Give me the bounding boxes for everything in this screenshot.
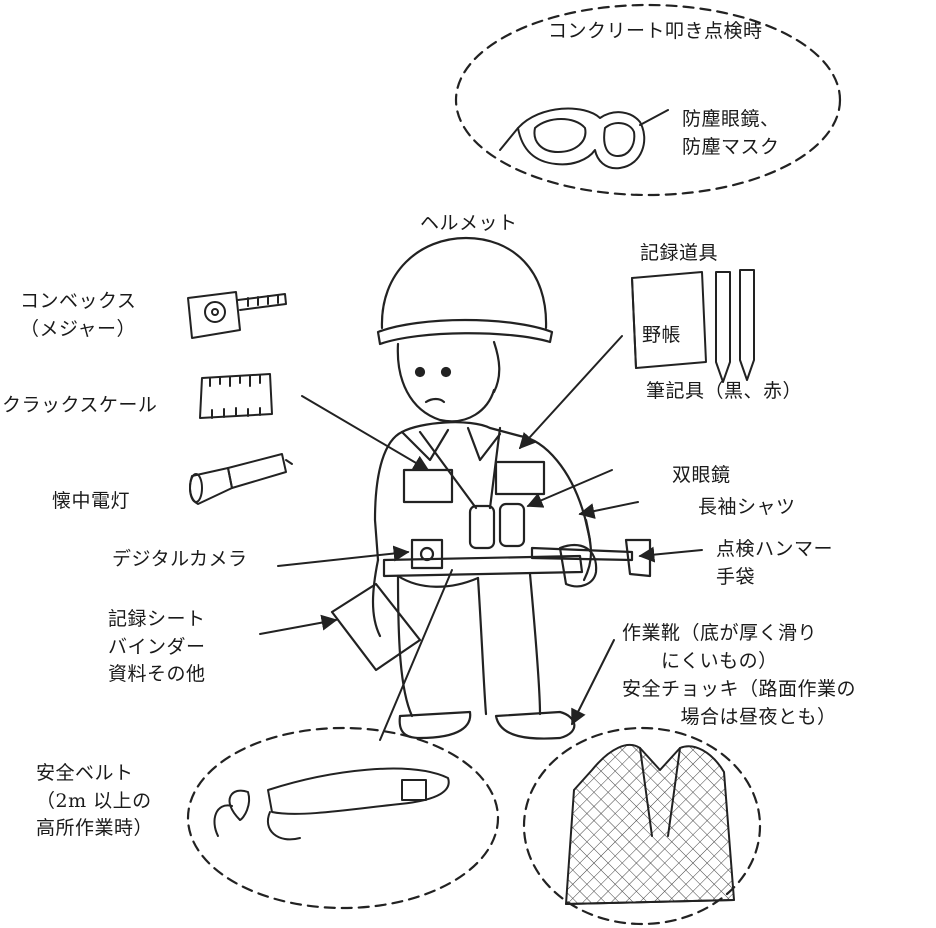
crack-scale-icon [199, 373, 273, 419]
label-field-notebook: 野帳 [642, 324, 682, 346]
inspector-figure [330, 236, 652, 740]
label-writing-tools: 筆記具（黒、赤） [646, 380, 803, 402]
arrow-hammer [638, 546, 703, 563]
label-flashlight: 懐中電灯 [52, 490, 131, 512]
label-hammer-gloves: 点検ハンマー 手袋 [716, 538, 834, 588]
arrow-camera [277, 545, 410, 567]
label-digital-camera: デジタルカメラ [112, 548, 248, 570]
arrow-shirt [578, 501, 639, 519]
arrow-notebook [518, 335, 623, 450]
concrete-inspection-bubble [454, 3, 842, 197]
safety-belt-bubble [186, 726, 500, 910]
arrow-binoculars [526, 469, 613, 508]
safety-vest-icon [565, 743, 735, 905]
pens-icon [715, 269, 755, 383]
line-belt [379, 569, 453, 741]
flashlight-icon [189, 453, 293, 505]
safety-vest-bubble [522, 726, 762, 926]
label-crack-scale: クラックスケール [2, 394, 158, 416]
arrow-boots [571, 639, 615, 726]
convex-tape-icon [187, 291, 287, 339]
label-record-sheet: 記録シート バインダー 資料その他 [108, 608, 206, 686]
safety-belt-icon [213, 767, 450, 841]
label-safety-belt: 安全ベルト （2m 以上の 高所作業時） [36, 762, 154, 840]
label-work-boots: 作業靴（底が厚く滑り にくいもの） [622, 622, 818, 672]
arrow-record-sheet [259, 614, 338, 635]
label-convex-tape: コンベックス （メジャー） [20, 290, 137, 340]
goggles-icon [499, 107, 669, 170]
label-goggles-mask: 防塵眼鏡、 防塵マスク [682, 108, 780, 158]
field-notebook-icon [631, 271, 707, 369]
label-helmet: ヘルメット [420, 212, 518, 234]
label-long-sleeve-shirt: 長袖シャツ [698, 496, 796, 518]
label-recording-tools: 記録道具 [640, 242, 719, 264]
label-safety-vest: 安全チョッキ（路面作業の 場合は昼夜とも） [622, 678, 857, 728]
label-concrete-inspection: コンクリート叩き点検時 [548, 20, 763, 42]
label-binoculars: 双眼鏡 [672, 464, 731, 486]
arrow-crack-scale [301, 395, 430, 471]
